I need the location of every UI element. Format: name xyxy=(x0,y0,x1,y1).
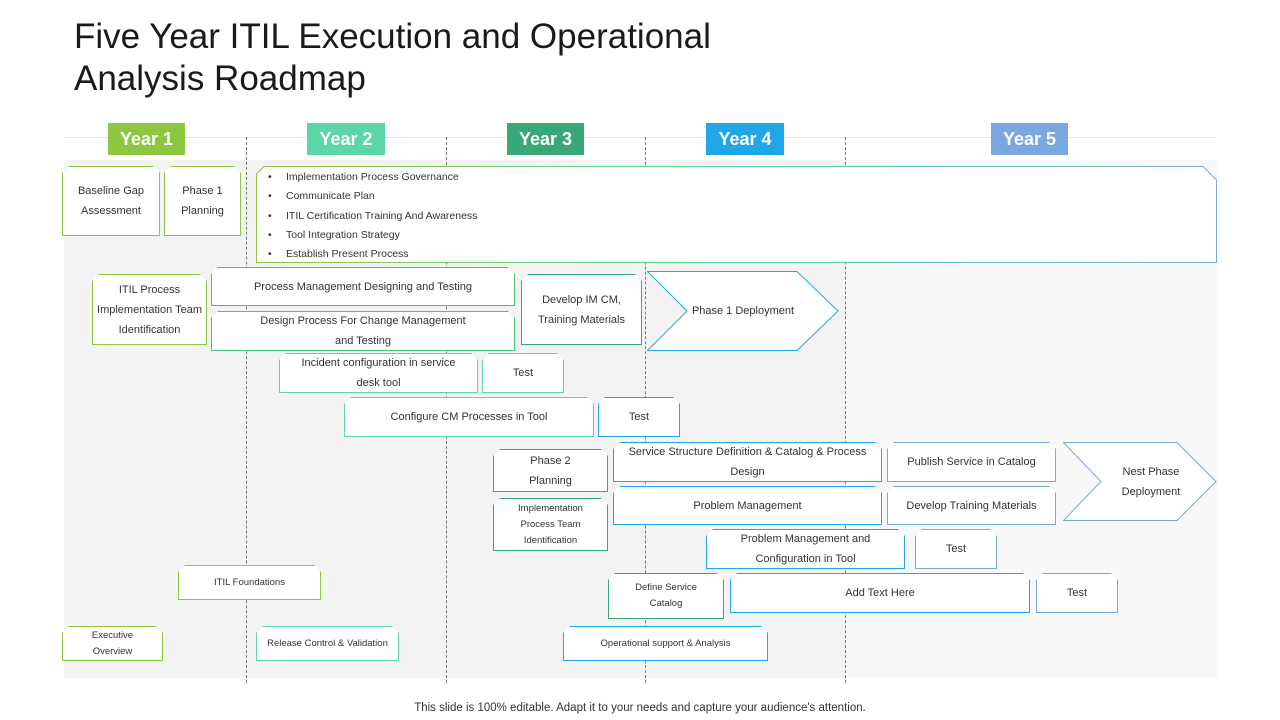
task-label: Problem Management and xyxy=(740,533,871,545)
task-label: Assessment xyxy=(81,205,141,217)
task-test-2: Test xyxy=(598,397,680,437)
task-label: Configure CM Processes in Tool xyxy=(390,411,548,423)
task-label: Add Text Here xyxy=(845,587,915,599)
task-develop-training: Develop Training Materials xyxy=(887,486,1056,525)
chevron-arrow-shape xyxy=(1063,442,1217,521)
task-configure-cm: Configure CM Processes in Tool xyxy=(344,397,594,437)
task-label: Problem Management xyxy=(693,499,802,512)
task-label: Design xyxy=(730,466,765,478)
task-develop-im-cm: Develop IM CM, Training Materials xyxy=(521,274,642,345)
task-test-4: Test xyxy=(1036,573,1118,613)
year-5-label: Year 5 xyxy=(991,123,1068,155)
task-label: Develop IM CM, xyxy=(542,293,621,306)
task-label: Planning xyxy=(181,205,224,217)
year-2-label: Year 2 xyxy=(307,123,385,155)
year-4-label: Year 4 xyxy=(706,123,784,155)
task-label: Develop Training Materials xyxy=(906,499,1037,512)
task-label: Executive xyxy=(91,629,134,641)
task-label: ITIL Foundations xyxy=(214,576,285,588)
governance-bullet-list: Implementation Process Governance Commun… xyxy=(268,168,477,265)
task-label: Publish Service in Catalog xyxy=(907,456,1036,468)
task-label: Identification xyxy=(523,534,578,546)
task-add-text-here: Add Text Here xyxy=(730,573,1030,613)
task-phase1-deployment: Phase 1 Deployment xyxy=(647,271,839,351)
task-label: Test xyxy=(512,367,534,379)
year-divider-1 xyxy=(246,137,247,683)
task-label: Test xyxy=(945,543,967,555)
task-label: Phase 1 xyxy=(182,185,223,197)
task-label: Operational support & Analysis xyxy=(600,637,731,649)
governance-item: Tool Integration Strategy xyxy=(268,226,477,246)
task-test-3: Test xyxy=(915,529,997,569)
task-label: Test xyxy=(1066,587,1088,599)
governance-box-shape xyxy=(256,166,1217,263)
task-operational-support: Operational support & Analysis xyxy=(563,626,768,661)
task-label: and Testing xyxy=(334,335,392,347)
task-service-structure: Service Structure Definition & Catalog &… xyxy=(613,442,882,482)
task-label: Overview xyxy=(92,645,133,657)
task-label-line: Nest Phase xyxy=(1122,465,1180,478)
task-label: Release Control & Validation xyxy=(267,637,388,649)
task-label: desk tool xyxy=(356,377,401,389)
task-publish-service: Publish Service in Catalog xyxy=(887,442,1056,482)
task-label: Implementation xyxy=(518,502,583,514)
task-label: Process Team xyxy=(520,518,581,530)
chevron-arrow-shape xyxy=(647,271,839,351)
footer-note: This slide is 100% editable. Adapt it to… xyxy=(414,702,866,714)
task-itil-foundations: ITIL Foundations xyxy=(178,565,321,600)
governance-box: Implementation Process Governance Commun… xyxy=(256,166,1217,265)
task-process-management: Process Management Designing and Testing xyxy=(211,267,515,306)
governance-item: Implementation Process Governance xyxy=(268,168,477,188)
task-label: Process Management Designing and Testing xyxy=(253,280,473,293)
task-label: Baseline Gap xyxy=(77,185,145,197)
governance-item: ITIL Certification Training And Awarenes… xyxy=(268,207,477,227)
task-problem-management: Problem Management xyxy=(613,486,882,525)
task-label-line: Deployment xyxy=(1121,485,1181,498)
task-test-1: Test xyxy=(482,353,564,393)
page-title: Five Year ITIL Execution and Operational… xyxy=(74,17,711,98)
task-label: Test xyxy=(628,411,650,423)
task-label: Phase 1 Deployment xyxy=(691,305,795,317)
task-label: Phase 2 xyxy=(530,454,571,467)
task-release-control: Release Control & Validation xyxy=(256,626,399,661)
task-label: Implementation Team xyxy=(97,303,202,316)
task-phase1-planning: Phase 1 Planning xyxy=(164,166,241,236)
task-label: Define Service xyxy=(635,582,697,593)
task-label: ITIL Process xyxy=(118,283,181,296)
task-label: Catalog xyxy=(649,598,683,609)
governance-item: Establish Present Process xyxy=(268,245,477,265)
task-label: Planning xyxy=(529,474,572,487)
task-phase2-planning: Phase 2 Planning xyxy=(493,449,608,492)
year-1-label: Year 1 xyxy=(108,123,185,155)
task-design-change-management: Design Process For Change Management and … xyxy=(211,311,515,351)
task-label: Incident configuration in service xyxy=(301,357,456,369)
task-label: Training Materials xyxy=(537,313,625,326)
governance-item: Communicate Plan xyxy=(268,187,477,207)
task-label: Design Process For Change Management xyxy=(260,315,466,327)
year-3-label: Year 3 xyxy=(507,123,584,155)
task-incident-configuration: Incident configuration in service desk to… xyxy=(279,353,478,393)
year-divider-4 xyxy=(845,137,846,683)
task-label: Configuration in Tool xyxy=(755,553,856,565)
header-rule xyxy=(64,137,1217,138)
task-label: Identification xyxy=(118,323,181,336)
task-label: Service Structure Definition & Catalog &… xyxy=(628,446,867,458)
